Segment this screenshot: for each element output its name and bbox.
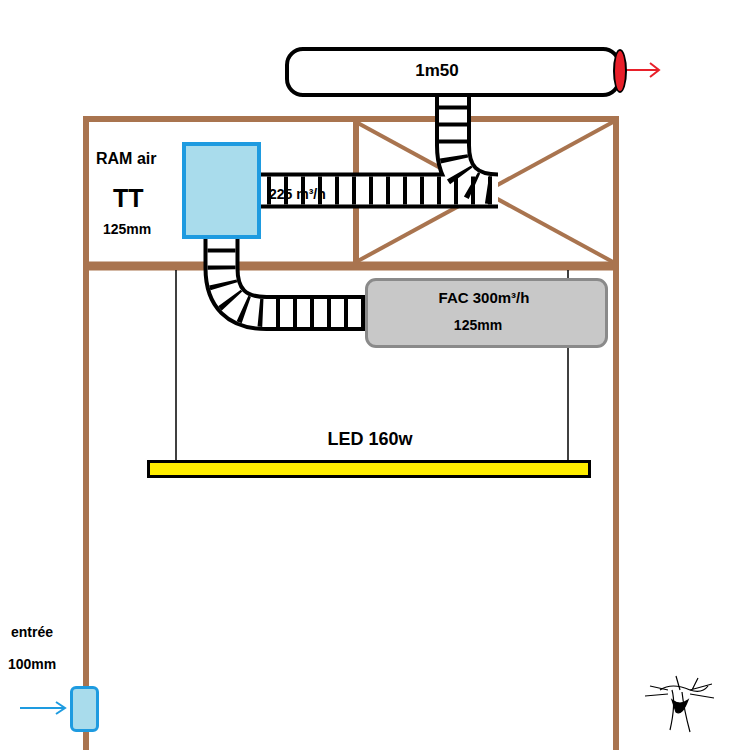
duct-stroke [222, 239, 366, 313]
node-label: 225 m³/h [269, 186, 326, 202]
node-label: 125mm [103, 221, 151, 237]
exhaust-opening [613, 49, 627, 93]
node-label: TT [113, 184, 144, 213]
exhaust-duct: 1m50 [285, 47, 621, 97]
flex-duct [222, 239, 366, 313]
node-label: LED 160w [327, 429, 412, 450]
tent-shelf [86, 262, 616, 271]
node-label: 1m50 [415, 61, 458, 81]
inline-fan: RAM airTT125mm225 m³/h [182, 142, 261, 239]
node-label: FAC 300m³/h [439, 289, 530, 306]
cat-watermark [645, 676, 714, 732]
node-label: 100mm [8, 656, 56, 672]
node-label: entrée [11, 624, 53, 640]
node-label: RAM air [96, 150, 156, 168]
duct-stroke [222, 239, 366, 313]
hanger-line [175, 270, 177, 461]
carbon-filter: FAC 300m³/h 125mm [365, 278, 608, 348]
led-bar: LED 160w [147, 460, 591, 478]
intake-arrow [20, 702, 65, 714]
exhaust-arrow [626, 63, 659, 77]
duct-stroke [222, 239, 366, 313]
tent-frame [86, 119, 616, 750]
node-label: 125mm [454, 317, 502, 333]
air-intake: entrée100mm [70, 686, 99, 732]
